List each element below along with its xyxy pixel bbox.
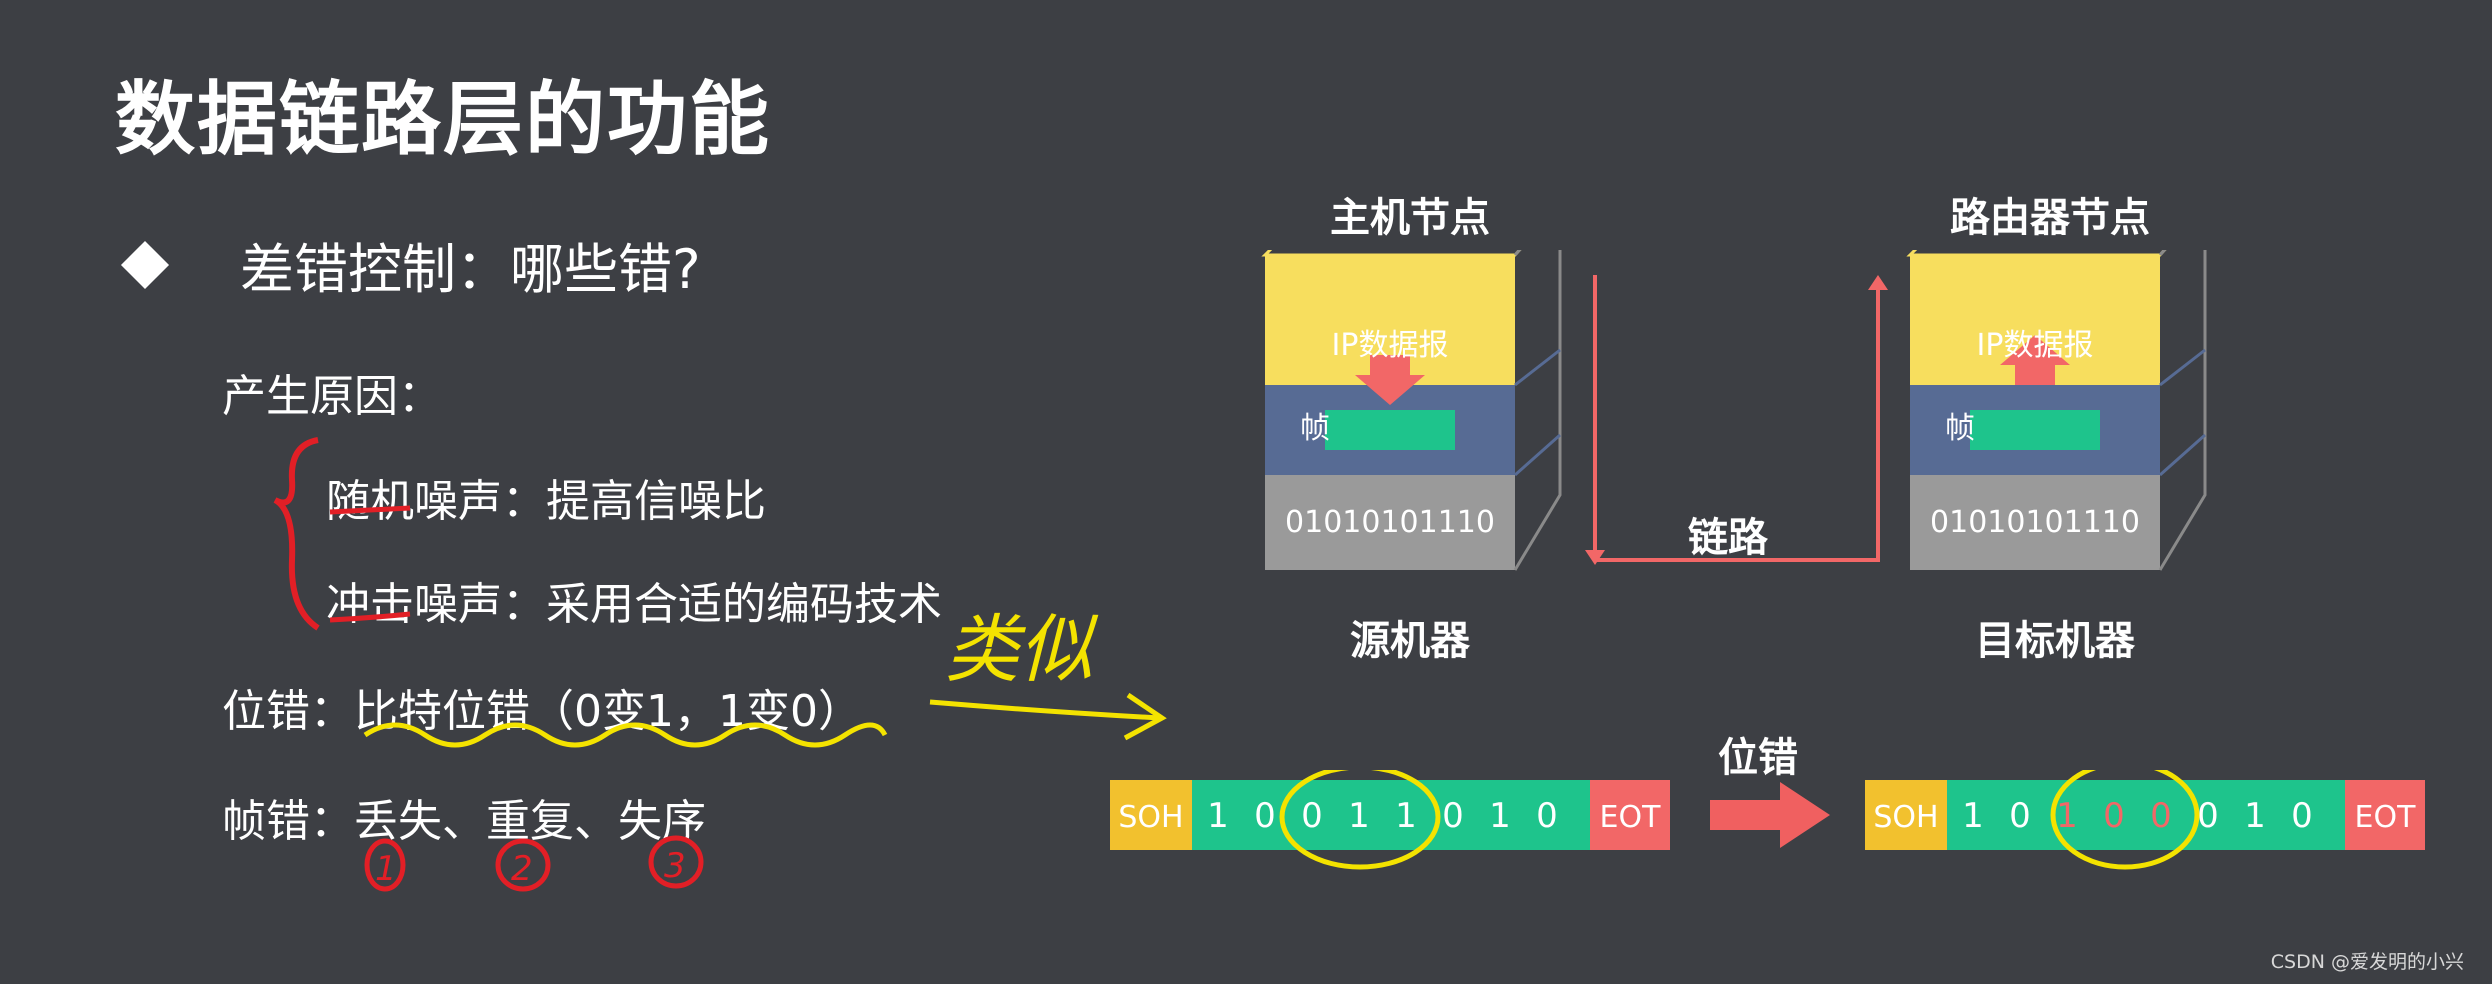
cube-side-line — [2159, 348, 2206, 477]
soh-text: SOH — [1118, 800, 1183, 835]
link-path — [1593, 275, 1880, 562]
bit-digit: 1 — [1348, 796, 1370, 836]
red-circle-icon — [495, 838, 551, 892]
bit-digit: 0 — [2197, 796, 2219, 836]
cause-name: 冲击噪声 — [326, 579, 502, 630]
frame-block — [1970, 410, 2100, 450]
bit-digit: 1 — [2056, 796, 2078, 836]
frame-text: 帧 — [1945, 411, 1975, 446]
transmit-arrow-icon — [1710, 782, 1830, 848]
bit-digit: 1 — [1962, 796, 1984, 836]
router-node-label: 路由器节点 — [1950, 195, 2150, 241]
cause-remedy: ：采用合适的编码技术 — [502, 579, 942, 630]
stack-diagram: IP数据报 帧 01010101110 IP数据报 帧 01010101110 — [1261, 250, 2207, 571]
cause-impulse-noise: 冲击噪声：采用合适的编码技术 — [326, 568, 942, 632]
cause-name: 随机噪声 — [326, 476, 502, 527]
received-bits-block — [1947, 780, 2345, 850]
red-underline-icon — [329, 505, 411, 515]
link-label: 链路 — [1688, 515, 1768, 561]
bit-digit: 1 — [1395, 796, 1417, 836]
bit-error-label: 位错： — [222, 686, 354, 737]
up-arrow-icon — [2000, 335, 2070, 385]
link-arrowhead-icon — [1585, 275, 1888, 565]
soh-text: SOH — [1873, 800, 1938, 835]
red-circle-icon — [364, 838, 406, 892]
bit-digit: 1 — [2244, 796, 2266, 836]
bit-digit: 0 — [2150, 796, 2172, 836]
down-arrow-icon — [1355, 355, 1425, 405]
yellow-circle-icon — [2050, 770, 2200, 870]
cube-top-outline — [1906, 250, 2167, 257]
bit-digit: 0 — [2291, 796, 2313, 836]
causes-heading: 产生原因： — [222, 371, 442, 422]
host-node-label: 主机节点 — [1330, 195, 1490, 241]
sent-bits-block — [1192, 780, 1590, 850]
handwritten-similar: 类似 — [945, 607, 1099, 693]
bit-digit: 1 — [1489, 796, 1511, 836]
soh-block — [1110, 780, 1192, 850]
yellow-wavy-underline-icon — [363, 722, 888, 748]
handwritten-number: 3 — [664, 846, 686, 886]
yellow-circle-icon — [1279, 770, 1441, 870]
yellow-arrow-icon — [929, 699, 1161, 721]
cause-remedy: ：提高信噪比 — [502, 476, 766, 527]
bit-digit: 1 — [1207, 796, 1229, 836]
cube-side-outline — [1513, 250, 1562, 571]
frame-error-line: 帧错：丢失、重复、失序 — [222, 785, 706, 849]
source-stack — [1261, 250, 1562, 571]
frame-error-label: 帧错： — [222, 796, 354, 847]
page-title: 数据链路层的功能 — [115, 73, 771, 166]
handwritten-number: 1 — [375, 849, 397, 889]
yellow-arrowhead-icon — [1123, 692, 1167, 741]
frame-block — [1325, 410, 1455, 450]
bits-text: 01010101110 — [1285, 505, 1495, 540]
target-stack — [1906, 250, 2207, 571]
eot-text: EOT — [2355, 800, 2417, 835]
bit-digit: 0 — [1442, 796, 1464, 836]
bullet-text: 差错控制：哪些错? — [240, 238, 701, 301]
bit-layer — [1265, 475, 1515, 570]
target-label: 目标机器 — [1975, 618, 2135, 664]
eot-text: EOT — [1600, 800, 1662, 835]
red-circle-icon — [648, 835, 704, 889]
source-label: 源机器 — [1350, 618, 1470, 664]
watermark: CSDN @爱发明的小兴 — [2270, 951, 2464, 973]
bit-error-arrow-label: 位错 — [1718, 735, 1798, 781]
cube-top-outline — [1261, 250, 1522, 257]
bit-digit: 0 — [2103, 796, 2125, 836]
ip-datagram-text: IP数据报 — [1332, 328, 1449, 363]
cube-side-outline — [2158, 250, 2207, 571]
cause-random-noise: 随机噪声：提高信噪比 — [326, 465, 766, 529]
red-underline-icon — [329, 611, 411, 623]
handwritten-number: 2 — [511, 849, 533, 889]
bullet-row: 差错控制：哪些错? — [118, 225, 701, 304]
soh-block — [1865, 780, 1947, 850]
eot-block — [2345, 780, 2425, 850]
frame-error-text: 丢失、重复、失序 — [354, 796, 706, 847]
frame-text: 帧 — [1300, 411, 1330, 446]
eot-block — [1590, 780, 1670, 850]
bit-digit: 0 — [1301, 796, 1323, 836]
bit-layer — [1910, 475, 2160, 570]
bit-digit: 0 — [2009, 796, 2031, 836]
cube-side-line — [1514, 348, 1561, 477]
red-brace-icon — [273, 437, 320, 631]
bits-text: 01010101110 — [1930, 505, 2140, 540]
ip-datagram-text: IP数据报 — [1977, 328, 2094, 363]
bit-digit: 0 — [1536, 796, 1558, 836]
bit-digit: 0 — [1254, 796, 1276, 836]
